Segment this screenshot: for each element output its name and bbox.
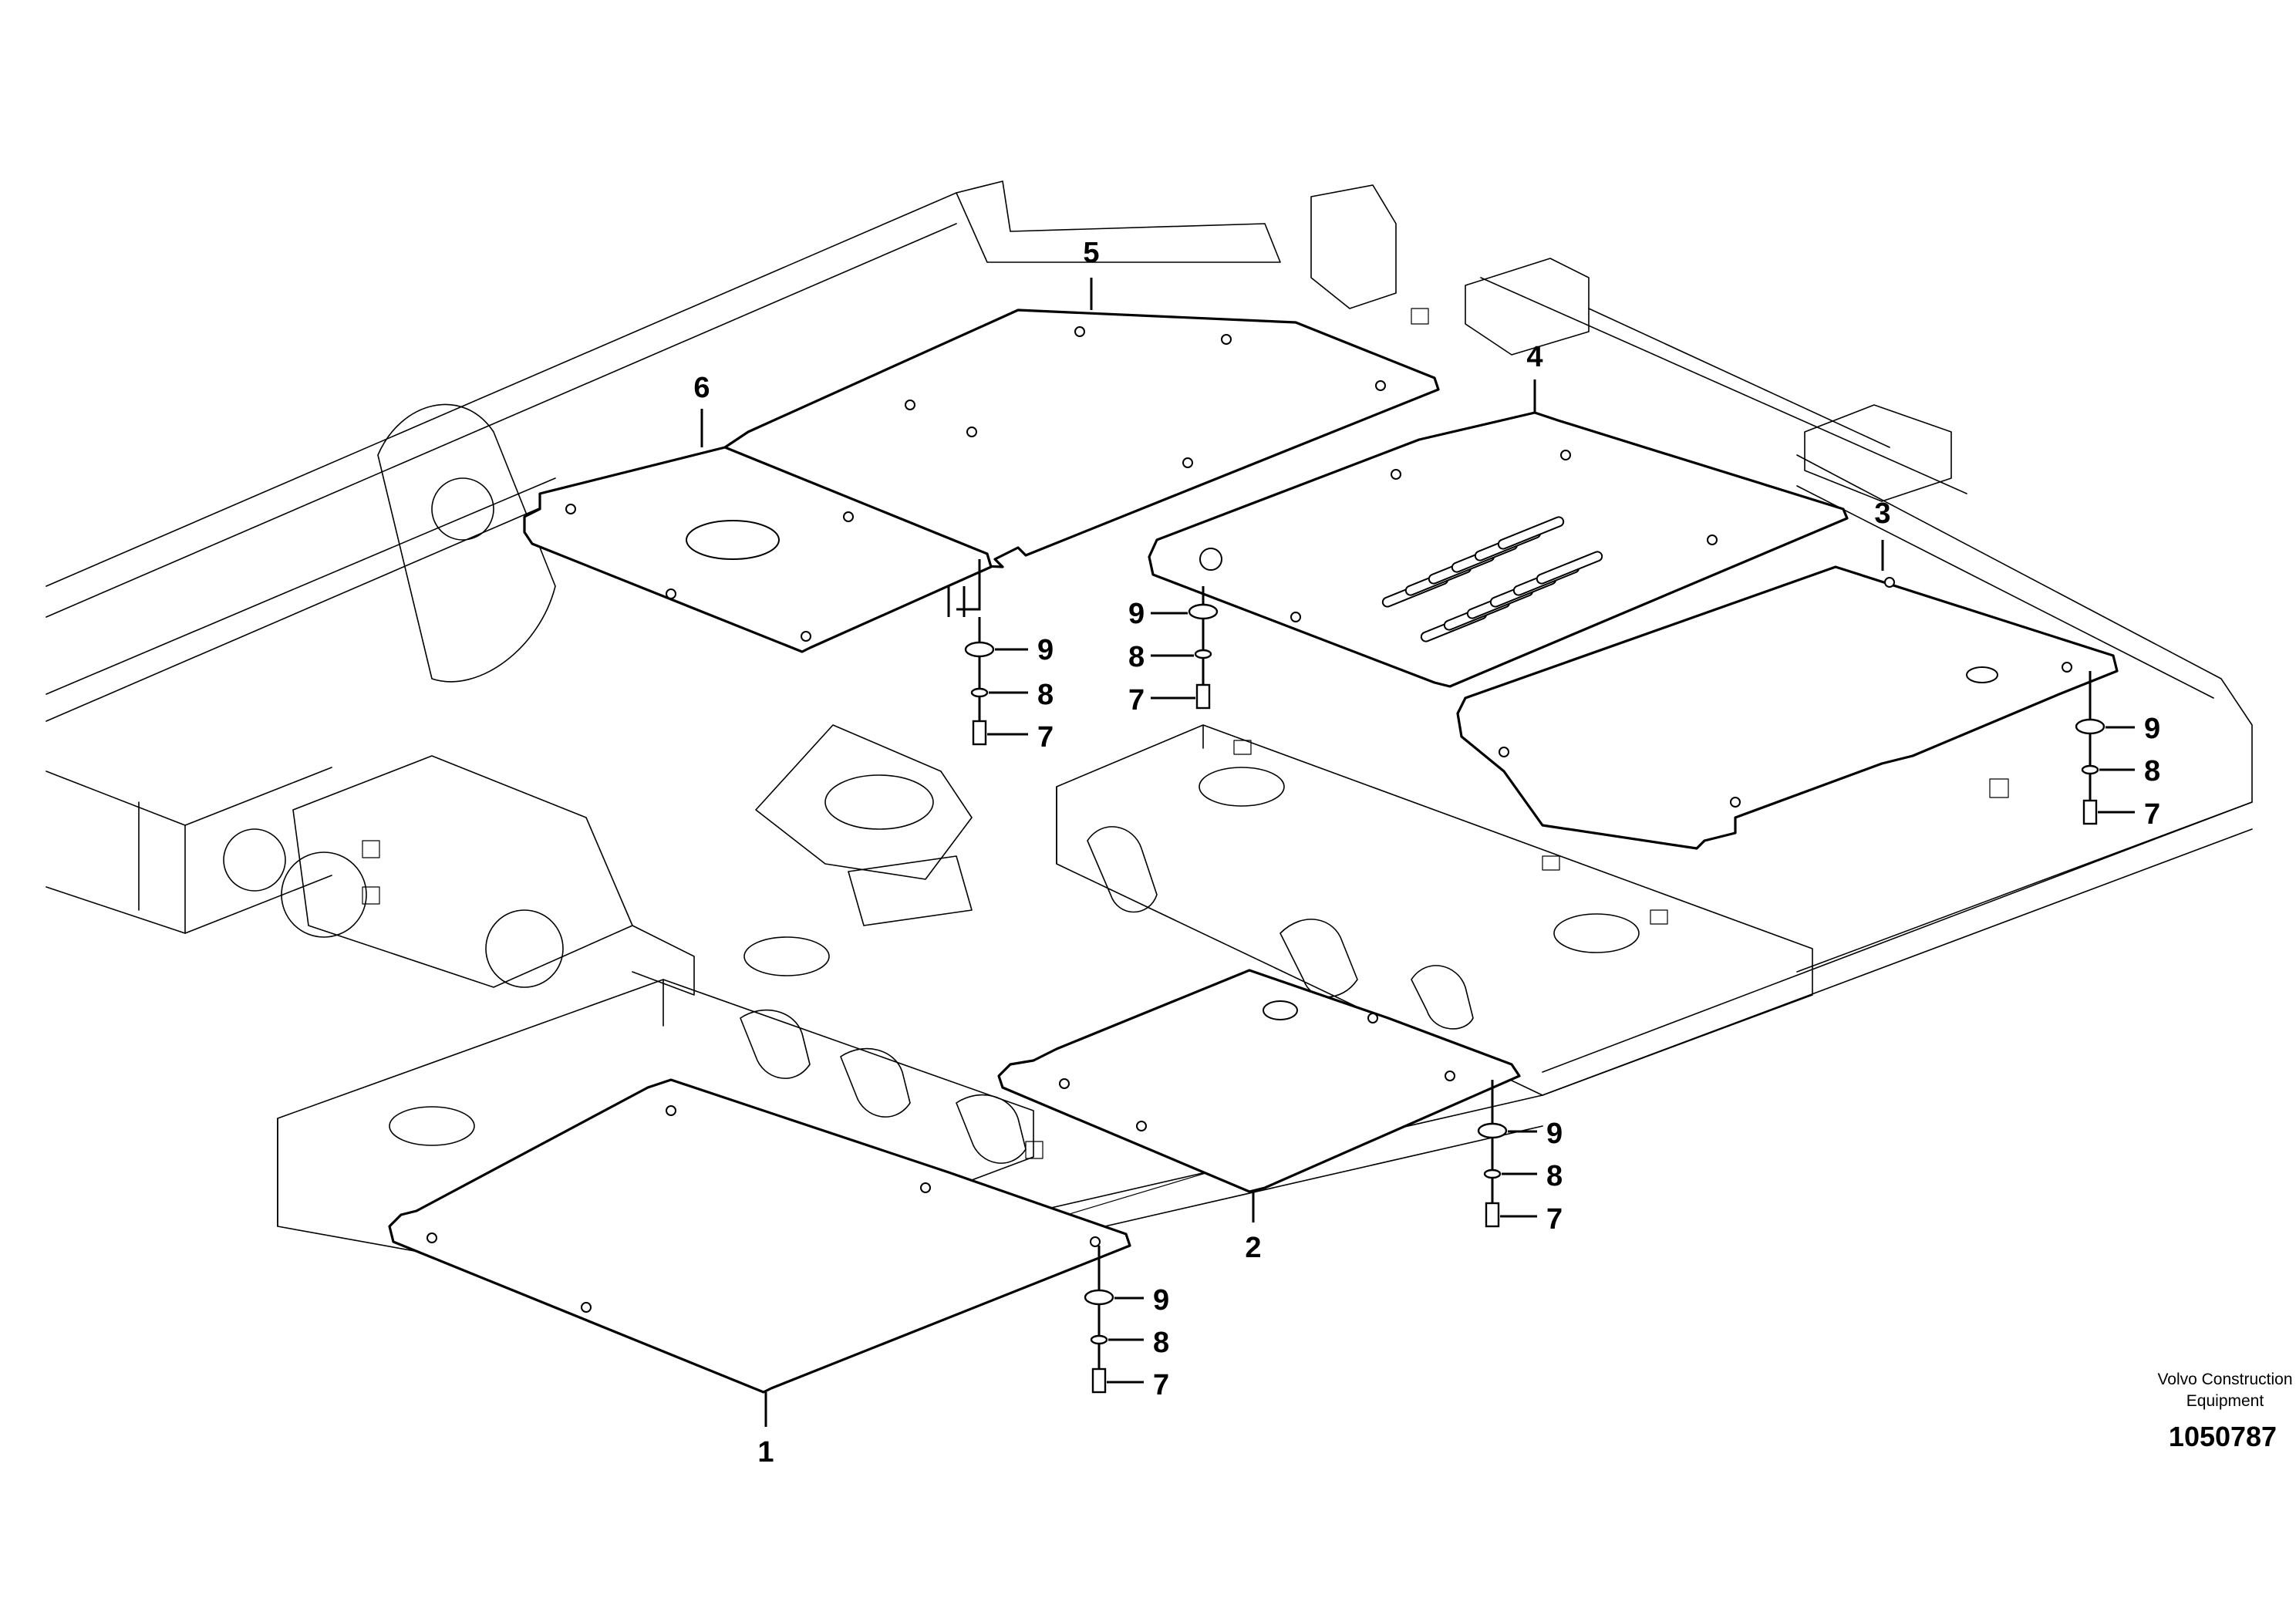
- washer-icon: [1188, 603, 1219, 620]
- callout-1: 1: [757, 1436, 774, 1469]
- callout-7: 7: [1546, 1203, 1563, 1236]
- callout-8: 8: [2144, 755, 2160, 787]
- callout-labels: 5 6 4 3 2 1 9 8 7 9 8 7 9 8 7 9 8 7 9 8 …: [693, 237, 2160, 1469]
- callout-5: 5: [1083, 237, 1099, 269]
- brand-line-1: Volvo Construction: [2157, 1371, 2292, 1388]
- screw-icon: [1485, 1202, 1500, 1228]
- fastener-stack-plate-3: [2075, 718, 2106, 825]
- callout-9: 9: [2144, 713, 2160, 745]
- callout-2: 2: [1245, 1232, 1261, 1264]
- lock-washer-icon: [1194, 649, 1212, 659]
- screw-icon: [1195, 683, 1211, 710]
- drawing-number: 1050787: [2169, 1421, 2277, 1452]
- cover-plate-1: [388, 1078, 1131, 1394]
- fastener-stack-plate-4: [1188, 603, 1219, 710]
- fastener-stack-plate-6: [964, 641, 995, 746]
- cover-plate-6: [523, 446, 993, 653]
- callout-9: 9: [1546, 1118, 1563, 1150]
- callout-7: 7: [1153, 1369, 1169, 1401]
- lock-washer-icon: [970, 687, 989, 698]
- callout-9: 9: [1153, 1284, 1169, 1317]
- title-block: Volvo Construction Equipment 1050787: [2157, 1371, 2292, 1452]
- callout-7: 7: [2144, 798, 2160, 831]
- callout-8: 8: [1153, 1327, 1169, 1359]
- screw-icon: [1091, 1367, 1107, 1394]
- leader-lines: [700, 278, 2092, 1427]
- fastener-stack-plate-1: [1084, 1289, 1114, 1394]
- callout-4: 4: [1526, 341, 1542, 373]
- cover-plate-2: [997, 969, 1521, 1193]
- callout-9: 9: [1128, 598, 1145, 630]
- washer-icon: [1477, 1122, 1508, 1139]
- callout-8: 8: [1037, 679, 1054, 711]
- brand-line-2: Equipment: [2186, 1392, 2264, 1410]
- callout-7: 7: [1128, 684, 1145, 717]
- callout-6: 6: [693, 372, 710, 404]
- washer-icon: [2075, 718, 2106, 735]
- lock-washer-icon: [1483, 1168, 1502, 1179]
- callout-3: 3: [1874, 497, 1890, 530]
- callout-8: 8: [1546, 1160, 1563, 1192]
- screw-icon: [2082, 799, 2098, 825]
- washer-icon: [1084, 1289, 1114, 1306]
- cover-plate-3: [1456, 565, 2119, 850]
- lock-washer-icon: [2081, 764, 2099, 775]
- callout-9: 9: [1037, 634, 1054, 666]
- washer-icon: [964, 641, 995, 658]
- cover-plate-4: [1148, 411, 1849, 688]
- callout-7: 7: [1037, 721, 1054, 754]
- fastener-stack-plate-2: [1477, 1122, 1508, 1228]
- callout-8: 8: [1128, 641, 1145, 673]
- lock-washer-icon: [1090, 1334, 1108, 1345]
- vent-slots: [1381, 516, 1603, 642]
- screw-icon: [972, 720, 987, 746]
